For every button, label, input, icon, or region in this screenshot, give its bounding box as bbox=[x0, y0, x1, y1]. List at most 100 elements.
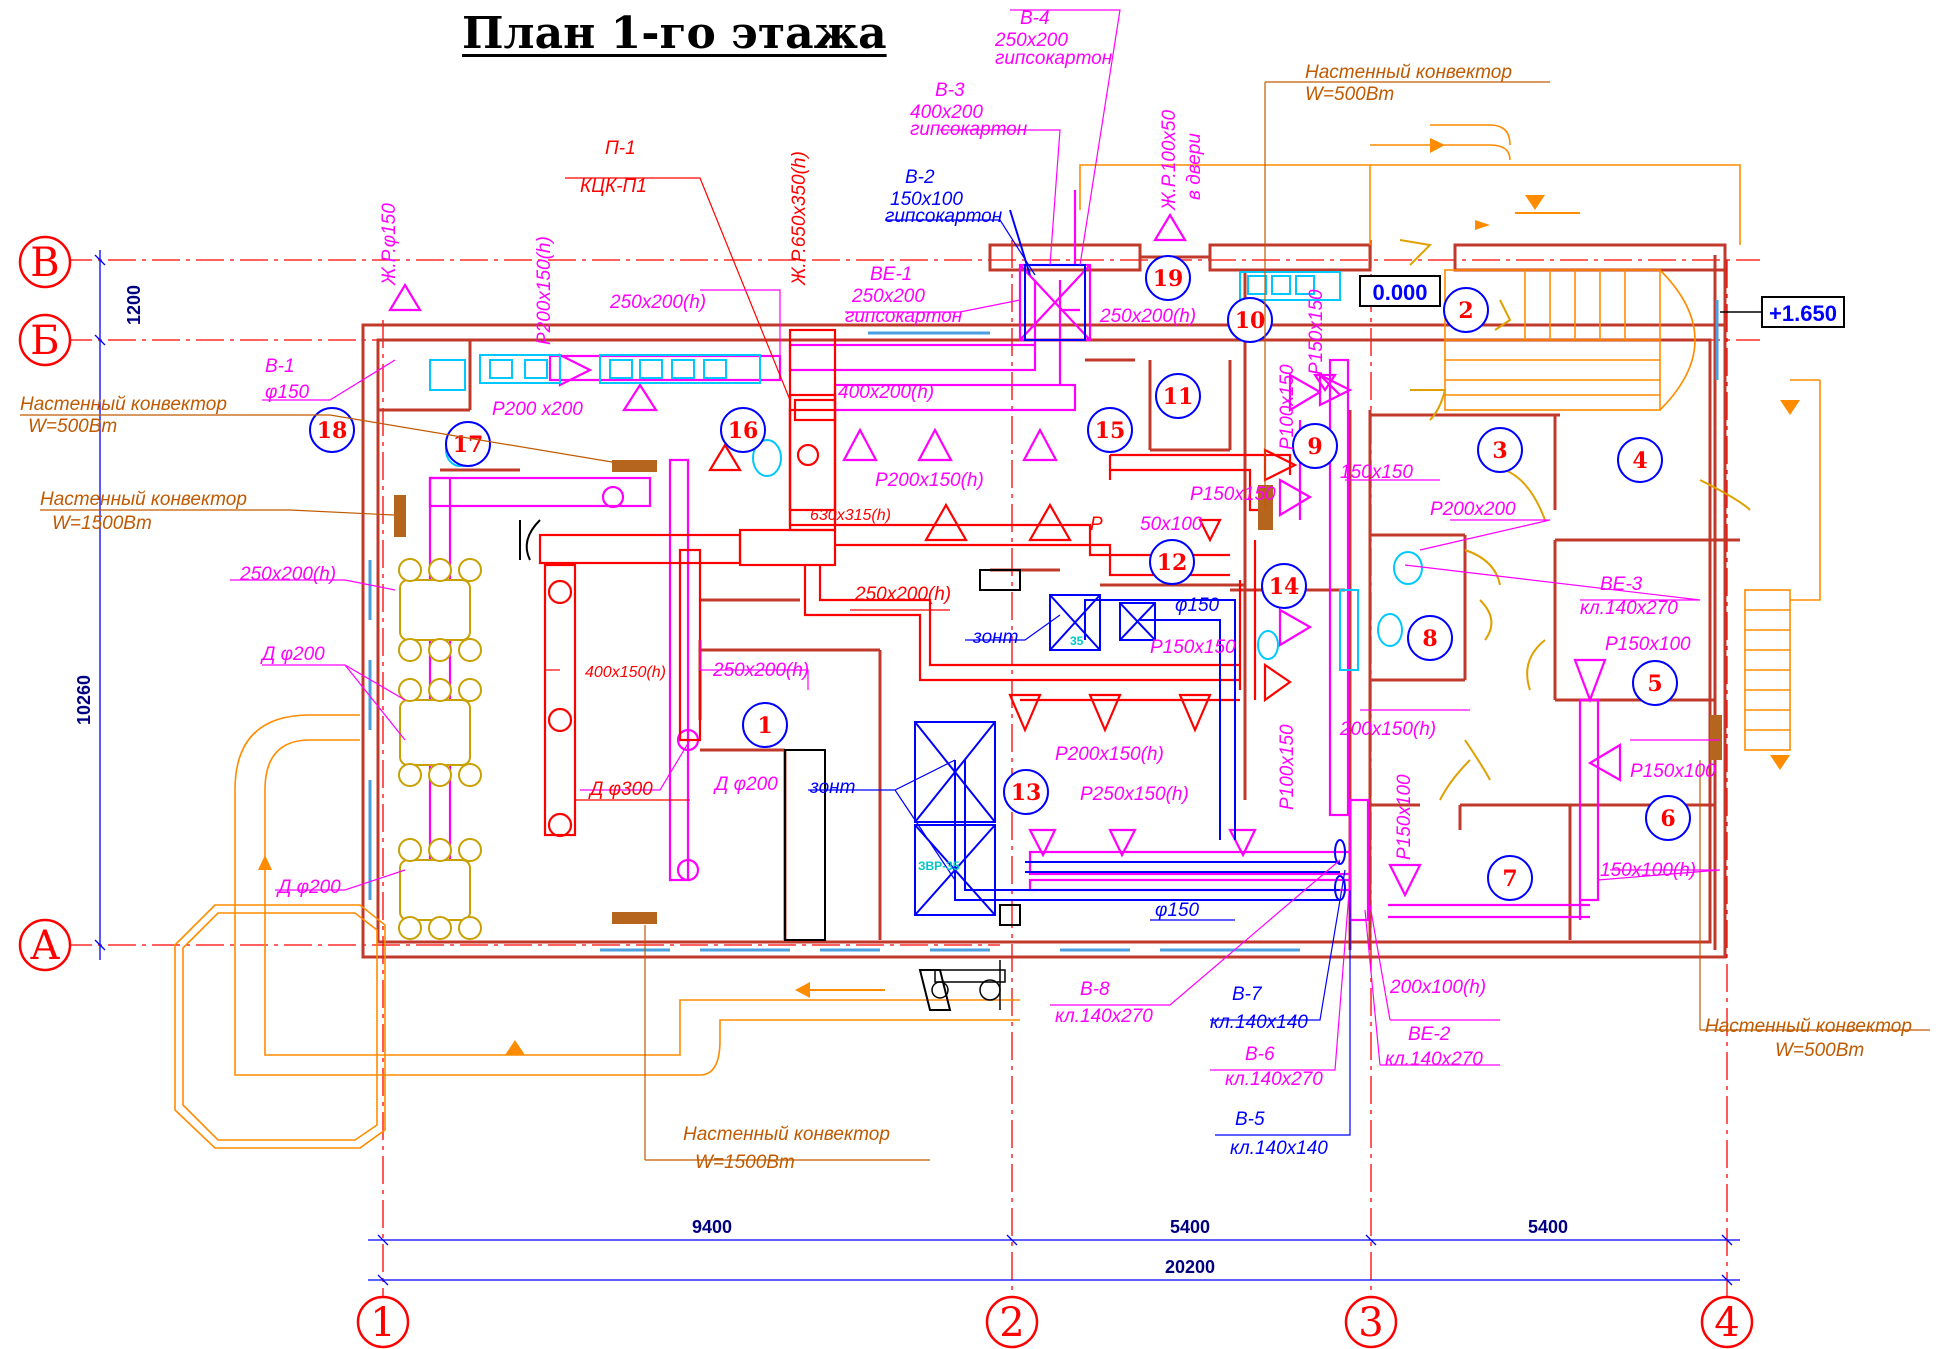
dim-10260: 10260 bbox=[74, 675, 94, 725]
label-ve1-size: 250х200 bbox=[851, 286, 925, 307]
room-9: 9 bbox=[1307, 434, 1322, 460]
label-convector-3: Настенный конвектор bbox=[40, 489, 247, 510]
label-convector-2: Настенный конвектор bbox=[20, 394, 227, 415]
label-v6-grille: кл.140х270 bbox=[1225, 1069, 1323, 1090]
label-d200-1: Д φ200 bbox=[260, 644, 325, 665]
dim-1200: 1200 bbox=[124, 285, 144, 325]
room-10: 10 bbox=[1235, 308, 1266, 334]
label-p150-100: Р150х100 bbox=[1605, 634, 1691, 655]
room-3: 3 bbox=[1492, 438, 1507, 464]
label-convector-5-power: W=1500Вт bbox=[695, 1152, 795, 1173]
label-v3-size: 400х200 bbox=[910, 102, 983, 123]
label-p200-150h-2: Р200х150(h) bbox=[875, 470, 984, 491]
label-150-100h: 150х100(h) bbox=[1600, 860, 1696, 881]
label-convector-3-power: W=1500Вт bbox=[52, 513, 152, 534]
leader-lines bbox=[20, 9, 1930, 1161]
label-p150-100-3: Р150х100 bbox=[1394, 774, 1415, 860]
label-v5: В-5 bbox=[1235, 1109, 1265, 1130]
room-15: 15 bbox=[1095, 418, 1126, 444]
wheelchair-icon bbox=[931, 960, 1006, 1010]
room-19: 19 bbox=[1153, 266, 1184, 292]
dim-9400: 9400 bbox=[692, 1217, 732, 1237]
label-p100-150-2: Р100х150 bbox=[1277, 724, 1298, 810]
level-1650: +1.650 bbox=[1769, 301, 1837, 326]
label-p150-150-2: Р150х150 bbox=[1190, 484, 1276, 505]
label-p150-150: Р150х150 bbox=[1150, 637, 1236, 658]
label-ve1: ВЕ-1 bbox=[870, 264, 912, 285]
level-0: 0.000 bbox=[1372, 280, 1427, 305]
label-250-200h-4: 250х200(h) bbox=[239, 564, 336, 585]
label-phi150-2: φ150 bbox=[1155, 900, 1200, 921]
label-50-100: 50х100 bbox=[1140, 514, 1203, 535]
label-zont-2: зонт bbox=[809, 777, 855, 798]
label-v4-size: 250х200 bbox=[994, 30, 1068, 51]
label-v7-grille: кл.140х140 bbox=[1210, 1012, 1308, 1033]
label-v2-size: 150х100 bbox=[890, 189, 963, 210]
label-convector-2-power: W=500Вт bbox=[28, 416, 117, 437]
label-v2-material: гипсокартон bbox=[885, 206, 1003, 227]
page-title: План 1-го этажа bbox=[462, 8, 887, 59]
label-v4-material: гипсокартон bbox=[995, 48, 1113, 69]
kitchen-equipment bbox=[914, 209, 1346, 916]
label-400-150h: 400х150(h) bbox=[585, 664, 666, 681]
label-convector-4: Настенный конвектор bbox=[1705, 1016, 1912, 1037]
label-p200-150h: Р200х150(h) bbox=[534, 236, 555, 345]
label-250-200h-5: 250х200(h) bbox=[712, 660, 809, 681]
dim-5400-b: 5400 bbox=[1528, 1217, 1568, 1237]
label-p1-unit: КЦК-П1 bbox=[580, 176, 647, 197]
label-p-red: Р bbox=[1090, 514, 1103, 535]
label-p100-150: Р100х150 bbox=[1277, 364, 1298, 450]
doors bbox=[1399, 239, 1751, 801]
dining-furniture bbox=[398, 558, 482, 940]
label-630-315h: 630х315(h) bbox=[810, 507, 891, 524]
dim-20200: 20200 bbox=[1165, 1257, 1215, 1277]
room-12: 12 bbox=[1157, 550, 1188, 576]
label-d200-3: Д φ200 bbox=[713, 774, 778, 795]
label-convector-4-power: W=500Вт bbox=[1775, 1040, 1864, 1061]
axis-label-4: 4 bbox=[1714, 1300, 1739, 1346]
label-p200x200: Р200 х200 bbox=[492, 399, 583, 420]
windows bbox=[368, 300, 1719, 952]
label-v1: В-1 bbox=[265, 356, 295, 377]
label-ve1-material: гипсокартон bbox=[845, 306, 963, 327]
heating-pipes bbox=[174, 124, 1821, 1149]
label-250-200h-2: 250х200(h) bbox=[1099, 306, 1196, 327]
label-d300: Д φ300 bbox=[588, 779, 653, 800]
room-7: 7 bbox=[1502, 866, 1517, 892]
label-p150-150-3: Р150х150 bbox=[1306, 289, 1327, 375]
label-v6: В-6 bbox=[1245, 1044, 1275, 1065]
staircase bbox=[1444, 269, 1791, 751]
axis-label-2: 2 bbox=[999, 1300, 1024, 1346]
room-1: 1 bbox=[757, 713, 772, 739]
label-ve3: ВЕ-3 bbox=[1600, 574, 1643, 595]
label-v-dveri: в двери bbox=[1184, 133, 1205, 200]
label-convector-1-power: W=500Вт bbox=[1305, 84, 1394, 105]
axis-label-v: В bbox=[30, 240, 59, 286]
label-v1-size: φ150 bbox=[265, 382, 310, 403]
label-d200-2: Д φ200 bbox=[276, 877, 341, 898]
axis-label-1: 1 bbox=[370, 1300, 395, 1346]
room-2: 2 bbox=[1458, 298, 1473, 324]
axis-label-3: 3 bbox=[1358, 1300, 1383, 1346]
room-14: 14 bbox=[1269, 574, 1300, 600]
label-convector-5: Настенный конвектор bbox=[683, 1124, 890, 1145]
dim-5400-a: 5400 bbox=[1170, 1217, 1210, 1237]
label-200-150h: 200х150(h) bbox=[1339, 719, 1436, 740]
label-v8-grille: кл.140х270 bbox=[1055, 1006, 1153, 1027]
label-p200-150h-3: Р200х150(h) bbox=[1055, 744, 1164, 765]
label-ve3-grille: кл.140х270 bbox=[1580, 598, 1678, 619]
label-zvr: ЗВР-35 bbox=[918, 859, 960, 873]
room-5: 5 bbox=[1647, 671, 1662, 697]
room-4: 4 bbox=[1632, 448, 1647, 474]
dimension-lines bbox=[94, 250, 1740, 1286]
room-numbers: 1 2 3 4 5 6 7 8 9 10 11 12 13 14 15 16 1… bbox=[317, 266, 1676, 892]
convectors bbox=[394, 460, 1722, 924]
room-13: 13 bbox=[1011, 780, 1042, 806]
axis-label-b: Б bbox=[30, 318, 59, 364]
exhaust-grilles bbox=[388, 212, 1622, 898]
label-ve2: ВЕ-2 bbox=[1408, 1024, 1451, 1045]
label-jr-100: Ж.Р.100х50 bbox=[1159, 110, 1180, 211]
axis-markers bbox=[18, 235, 1754, 1349]
label-ve2-grille: кл.140х270 bbox=[1385, 1049, 1483, 1070]
